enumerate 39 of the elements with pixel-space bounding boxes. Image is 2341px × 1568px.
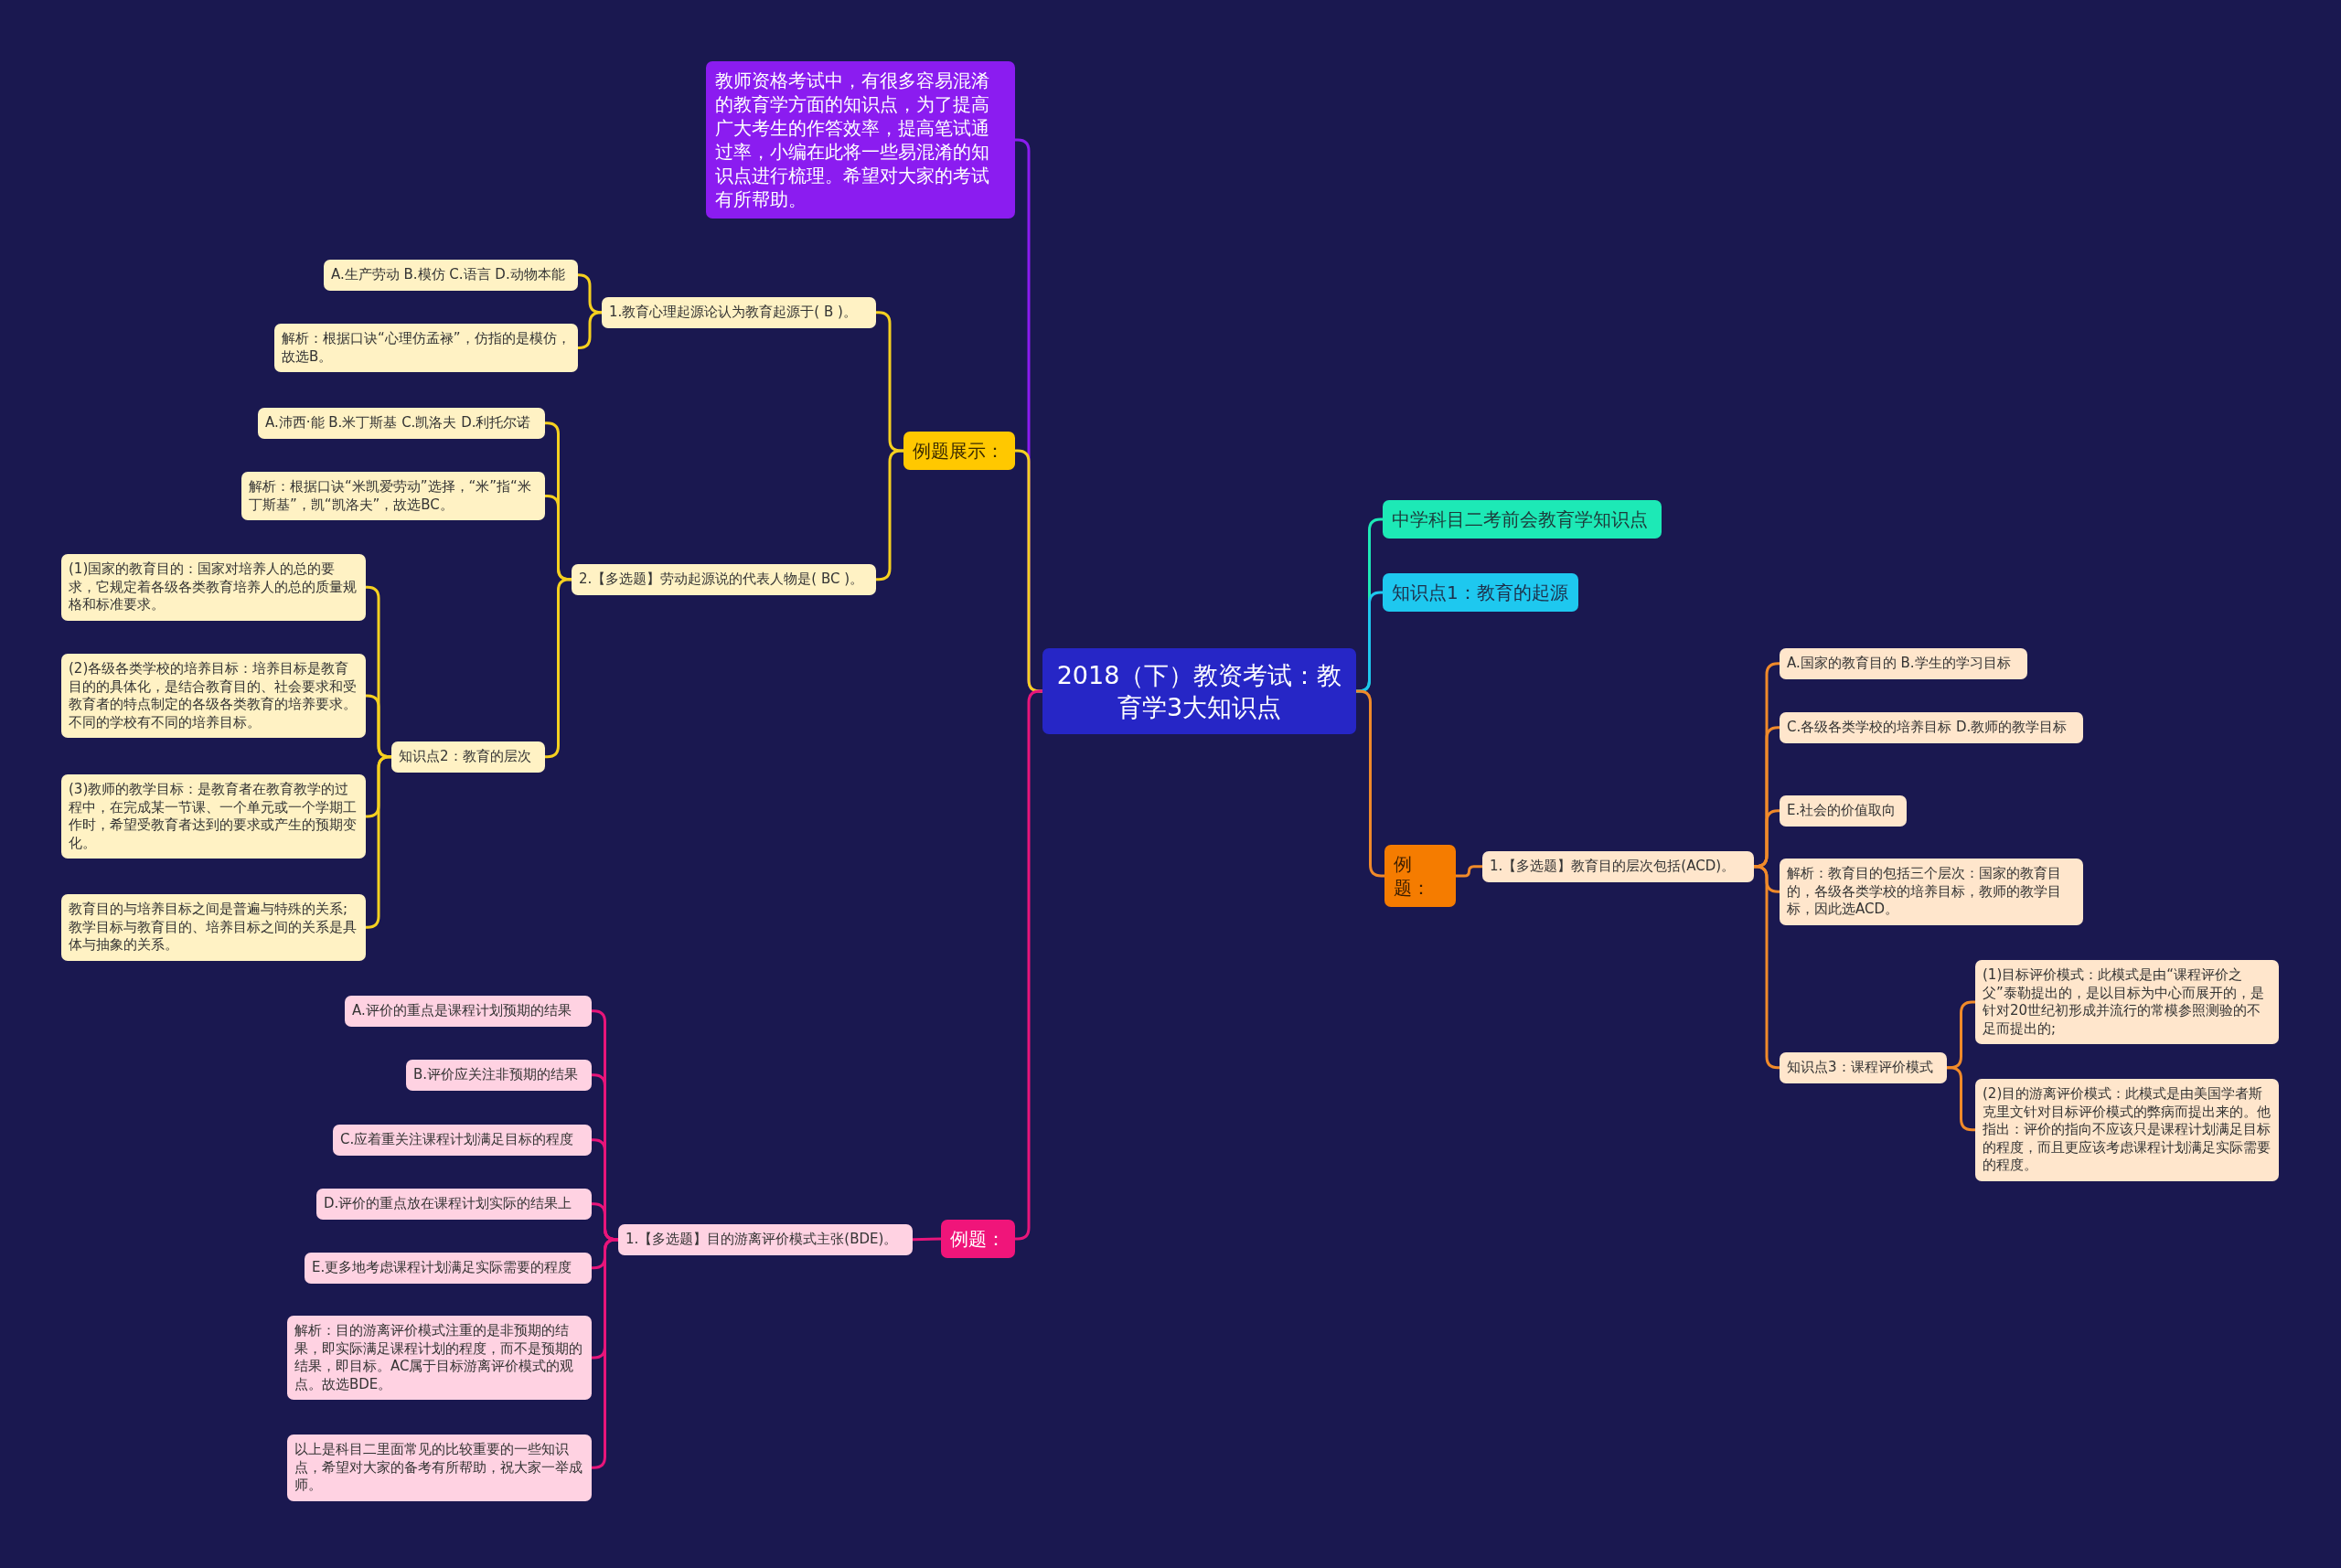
subtopic-box: 2.【多选题】劳动起源说的代表人物是( BC )。 (572, 564, 876, 595)
subtopic-box: 1.【多选题】目的游离评价模式主张(BDE)。 (618, 1224, 913, 1255)
connector-line (912, 1237, 942, 1242)
topic-box: 中学科目二考前会教育学知识点 (1383, 500, 1662, 539)
subtopic-box: 以上是科目二里面常见的比较重要的一些知识点，希望对大家的备考有所帮助，祝大家一举成师。 (287, 1435, 592, 1501)
subtopic-box: A.沛西·能 B.米丁斯基 C.凯洛夫 D.利托尔诺 (258, 408, 545, 439)
connector-line (592, 1238, 618, 1469)
subtopic-box: A.国家的教育目的 B.学生的学习目标 (1780, 648, 2027, 679)
subtopic-box: A.评价的重点是课程计划预期的结果 (345, 996, 592, 1027)
topic-box: 例题： (941, 1220, 1015, 1258)
subtopic-box: 解析：根据口诀“米凯爱劳动”选择，“米”指“米丁斯基”，凯“凯洛夫”，故选BC。 (241, 472, 545, 520)
subtopic-box: 解析：根据口诀“心理仿孟禄”，仿指的是模仿，故选B。 (274, 324, 578, 372)
subtopic-box: 知识点2：教育的层次 (391, 741, 545, 773)
subtopic-box: B.评价应关注非预期的结果 (406, 1060, 592, 1091)
topic-box: 例题展示： (903, 432, 1015, 470)
subtopic-box: C.各级各类学校的培养目标 D.教师的教学目标 (1780, 712, 2083, 743)
subtopic-box: (1)国家的教育目的：国家对培养人的总的要求，它规定着各级各类教育培养人的总的质量规格和标准要求。 (61, 554, 366, 621)
subtopic-box: (2)目的游离评价模式：此模式是由美国学者斯克里文针对目标评价模式的弊病而提出来的。他指出：评价的指向不应该只是课程计划满足目标的程度，而且更应该考虑课程计划满足实际需要的程度。 (1975, 1079, 2279, 1181)
subtopic-box: (3)教师的教学目标：是教育者在教育教学的过程中，在完成某一节课、一个单元或一个学期工作时，希望受教育者达到的要求或产生的预期变化。 (61, 774, 366, 859)
topic-box: 例题： (1384, 845, 1456, 907)
subtopic-box: 教育目的与培养目标之间是普遍与特殊的关系;教学目标与教育目的、培养目标之间的关系是具体与抽象的关系。 (61, 894, 366, 961)
connector-line (1456, 865, 1482, 878)
subtopic-box: (1)目标评价模式：此模式是由“课程评价之父”泰勒提出的，是以目标为中心而展开的，是针对20世纪初形成并流行的常模参照测验的不足而提出的; (1975, 960, 2279, 1044)
subtopic-box: A.生产劳动 B.模仿 C.语言 D.动物本能 (324, 260, 578, 291)
connector-line (545, 578, 572, 759)
subtopic-box: E.更多地考虑课程计划满足实际需要的程度 (305, 1253, 592, 1284)
subtopic-box: (2)各级各类学校的培养目标：培养目标是教育目的的具体化，是结合教育目的、社会要求和受教育者的特点制定的各级各类教育的培养要求。不同的学校有不同的培养目标。 (61, 654, 366, 738)
subtopic-box: 知识点3：课程评价模式 (1780, 1052, 1947, 1083)
subtopic-box: E.社会的价值取向 (1780, 795, 1907, 827)
connector-line (577, 311, 603, 349)
intro-note-box: 教师资格考试中，有很多容易混淆的教育学方面的知识点，为了提高广大考生的作答效率，提高笔试通过率，小编在此将一些易混淆的知识点进行梳理。希望对大家的考试有所帮助。 (706, 61, 1015, 219)
topic-box: 知识点1：教育的起源 (1383, 573, 1578, 612)
subtopic-box: 解析：教育目的包括三个层次：国家的教育目的，各级各类学校的培养目标，教师的教学目标，因此选ACD。 (1780, 859, 2083, 925)
subtopic-box: 1.教育心理起源论认为教育起源于( B )。 (602, 297, 876, 328)
subtopic-box: C.应着重关注课程计划满足目标的程度 (333, 1125, 592, 1156)
subtopic-box: 1.【多选题】教育目的层次包括(ACD)。 (1482, 851, 1754, 882)
subtopic-box: D.评价的重点放在课程计划实际的结果上 (316, 1189, 592, 1220)
subtopic-box: 解析：目的游离评价模式注重的是非预期的结果，即实际满足课程计划的程度，而不是预期的结果，即目标。AC属于目标游离评价模式的观点。故选BDE。 (287, 1316, 592, 1400)
central-topic-box: 2018（下）教资考试：教育学3大知识点 (1042, 648, 1356, 735)
